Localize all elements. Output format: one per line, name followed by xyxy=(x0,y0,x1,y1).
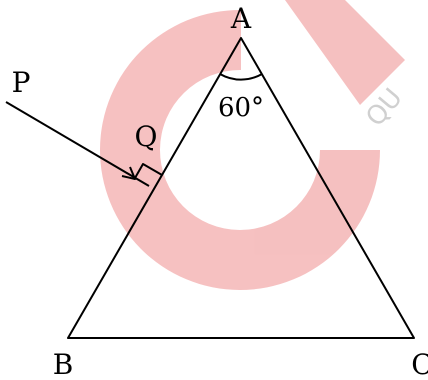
right-angle-marker xyxy=(134,163,163,179)
watermark-ring xyxy=(99,9,380,290)
vertex-label-b: B xyxy=(53,348,74,380)
vertex-label-a: A xyxy=(230,2,252,35)
incident-ray xyxy=(5,101,150,187)
triangle-abc xyxy=(67,37,415,339)
incidence-point-label-q: Q xyxy=(135,120,158,153)
watermark-tail xyxy=(285,0,405,105)
ray-arrowhead xyxy=(121,166,136,180)
vertex-label-c: C xyxy=(411,348,428,380)
ray-start-label-p: P xyxy=(12,66,31,99)
watermark-logo: QU xyxy=(99,0,409,290)
apex-angle-label: 60° xyxy=(218,93,264,123)
apex-angle-arc xyxy=(219,73,263,81)
